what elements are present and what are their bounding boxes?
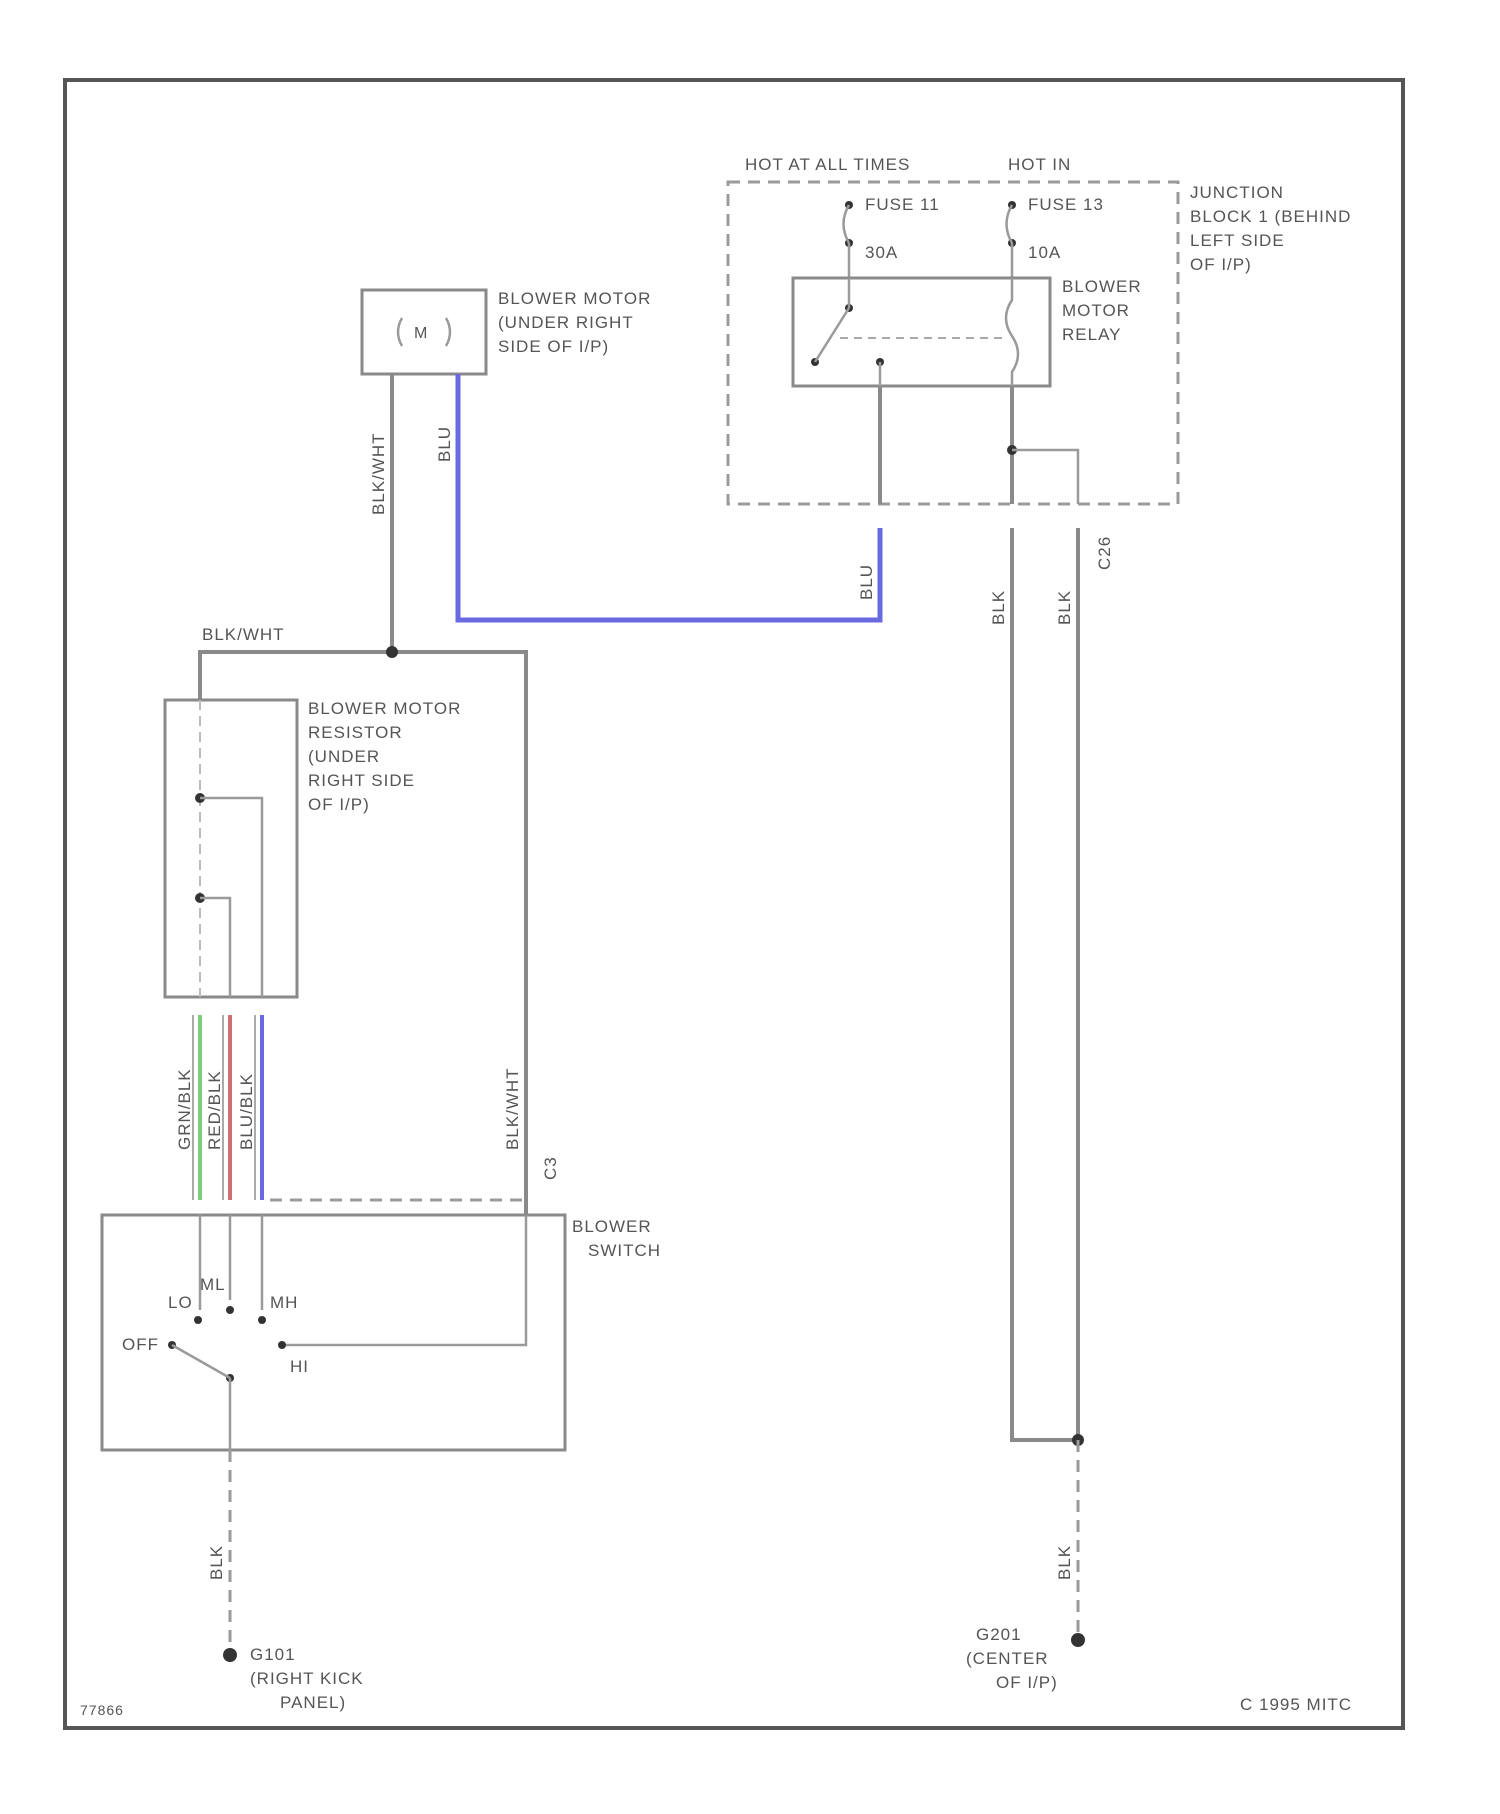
- svg-text:BLOWER MOTOR: BLOWER MOTOR: [498, 289, 651, 308]
- svg-text:(UNDER RIGHT: (UNDER RIGHT: [498, 313, 634, 332]
- ground-g101: [223, 1648, 237, 1662]
- svg-text:LEFT SIDE: LEFT SIDE: [1190, 231, 1285, 250]
- svg-text:G201: G201: [976, 1625, 1022, 1644]
- svg-text:PANEL): PANEL): [280, 1693, 346, 1712]
- svg-text:OF I/P): OF I/P): [996, 1673, 1058, 1692]
- wire-label-blk-g201: BLK: [1055, 1545, 1074, 1580]
- wire-label-grn-blk: GRN/BLK: [175, 1068, 194, 1150]
- motor-symbol: M: [414, 325, 427, 342]
- wire-label-blu-relay: BLU: [857, 564, 876, 600]
- blower-motor-relay: BLOWER MOTOR RELAY: [793, 277, 1142, 386]
- hot-at-all-times-label: HOT AT ALL TIMES: [745, 155, 910, 174]
- svg-text:OF I/P): OF I/P): [1190, 255, 1252, 274]
- svg-text:JUNCTION: JUNCTION: [1190, 183, 1284, 202]
- wire-label-blk-wht-top: BLK/WHT: [202, 625, 285, 644]
- junction-block-label: JUNCTION BLOCK 1 (BEHIND LEFT SIDE OF I/…: [1190, 183, 1351, 274]
- svg-text:(UNDER: (UNDER: [308, 747, 380, 766]
- svg-text:BLOWER: BLOWER: [572, 1217, 652, 1236]
- svg-text:OFF: OFF: [122, 1335, 159, 1354]
- svg-text:FUSE 11: FUSE 11: [865, 195, 940, 214]
- fuse-13: FUSE 13 10A: [1007, 195, 1104, 278]
- diagram-frame: [65, 80, 1403, 1728]
- hot-in-label: HOT IN: [1008, 155, 1071, 174]
- svg-text:RELAY: RELAY: [1062, 325, 1122, 344]
- svg-text:MOTOR: MOTOR: [1062, 301, 1130, 320]
- svg-text:(RIGHT KICK: (RIGHT KICK: [250, 1669, 364, 1688]
- fuse-11: FUSE 11 30A: [844, 195, 940, 278]
- wire-label-blk-wht-motor: BLK/WHT: [369, 432, 388, 515]
- ground-g201: [1071, 1633, 1085, 1647]
- wire-label-blk-wht-switch: BLK/WHT: [503, 1067, 522, 1150]
- svg-text:RIGHT SIDE: RIGHT SIDE: [308, 771, 415, 790]
- wire-label-blk-2: BLK: [1055, 590, 1074, 625]
- blower-switch: LO ML MH OFF HI BLOWER SWITCH: [102, 1215, 661, 1450]
- connector-c26-right: C26: [1095, 536, 1114, 570]
- wire-label-blk-g101: BLK: [207, 1545, 226, 1580]
- svg-text:10A: 10A: [1028, 243, 1061, 262]
- wire-label-blu-motor: BLU: [435, 426, 454, 462]
- svg-text:SWITCH: SWITCH: [588, 1241, 661, 1260]
- svg-text:OF I/P): OF I/P): [308, 795, 370, 814]
- copyright: C 1995 MITC: [1240, 1695, 1352, 1714]
- svg-text:HI: HI: [290, 1357, 309, 1376]
- svg-text:ML: ML: [200, 1275, 226, 1294]
- svg-text:LO: LO: [168, 1293, 193, 1312]
- blue-wire-motor-to-relay: [458, 374, 880, 620]
- wire-label-red-blk: RED/BLK: [205, 1070, 224, 1150]
- svg-text:G101: G101: [250, 1645, 296, 1664]
- svg-text:MH: MH: [270, 1293, 298, 1312]
- svg-text:FUSE 13: FUSE 13: [1028, 195, 1104, 214]
- ground-g101-label: G101 (RIGHT KICK PANEL): [250, 1645, 364, 1712]
- reference-number: 77866: [80, 1702, 124, 1718]
- wire-label-blu-blk: BLU/BLK: [237, 1073, 256, 1150]
- blower-motor-resistor: BLOWER MOTOR RESISTOR (UNDER RIGHT SIDE …: [165, 699, 461, 997]
- connector-c3: C3: [541, 1156, 560, 1180]
- svg-text:30A: 30A: [865, 243, 898, 262]
- svg-text:(CENTER: (CENTER: [966, 1649, 1049, 1668]
- svg-text:SIDE OF I/P): SIDE OF I/P): [498, 337, 609, 356]
- svg-text:BLOWER MOTOR: BLOWER MOTOR: [308, 699, 461, 718]
- wire-label-blk-1: BLK: [989, 590, 1008, 625]
- svg-text:BLOCK 1 (BEHIND: BLOCK 1 (BEHIND: [1190, 207, 1351, 226]
- ground-g201-label: G201 (CENTER OF I/P): [966, 1625, 1058, 1692]
- svg-text:BLOWER: BLOWER: [1062, 277, 1142, 296]
- blower-motor: M BLOWER MOTOR (UNDER RIGHT SIDE OF I/P): [362, 289, 651, 374]
- svg-text:RESISTOR: RESISTOR: [308, 723, 403, 742]
